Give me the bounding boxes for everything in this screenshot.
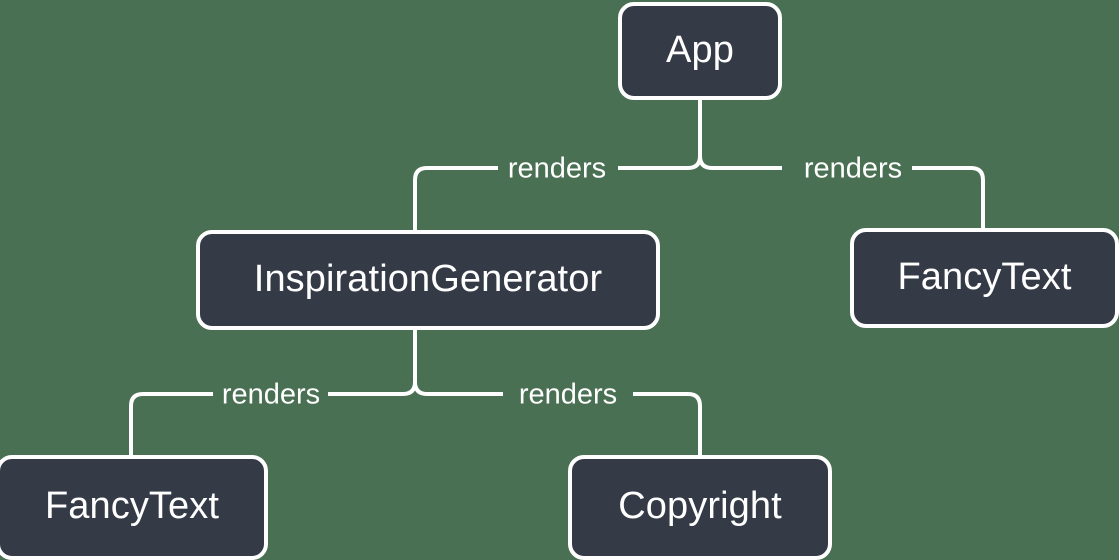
edge-app-stem-right [698,100,782,170]
edge-app-to-inspgen [413,166,498,230]
edge-label-app-to-fancytext-right: renders [803,152,903,185]
edge-app-to-fancytext-right [912,166,985,228]
edge-inspgen-to-copyright [633,392,702,455]
node-copyright-label: Copyright [618,485,782,527]
node-fancytext-bottom-left[interactable]: FancyText [0,455,268,560]
edge-label-inspiration-generator-to-copyright: renders [518,378,618,411]
edge-inspgen-to-fancytext-bottom [129,392,213,455]
edge-label-inspiration-generator-to-fancytext: renders [221,378,321,411]
edge-label-app-to-inspiration-generator: renders [507,152,607,185]
node-inspiration-generator-label: InspirationGenerator [253,257,603,300]
node-fancytext-right-label: FancyText [897,255,1072,298]
node-app[interactable]: App [618,2,782,100]
edge-app-stem [618,100,702,170]
node-inspiration-generator[interactable]: InspirationGenerator [196,230,660,330]
edge-inspgen-stem-left [328,330,417,396]
node-copyright[interactable]: Copyright [568,455,832,560]
node-fancytext-bottom-left-label: FancyText [44,485,220,527]
node-app-label: App [666,28,734,71]
edge-inspgen-stem-right [413,330,503,396]
node-fancytext-right[interactable]: FancyText [850,228,1119,328]
